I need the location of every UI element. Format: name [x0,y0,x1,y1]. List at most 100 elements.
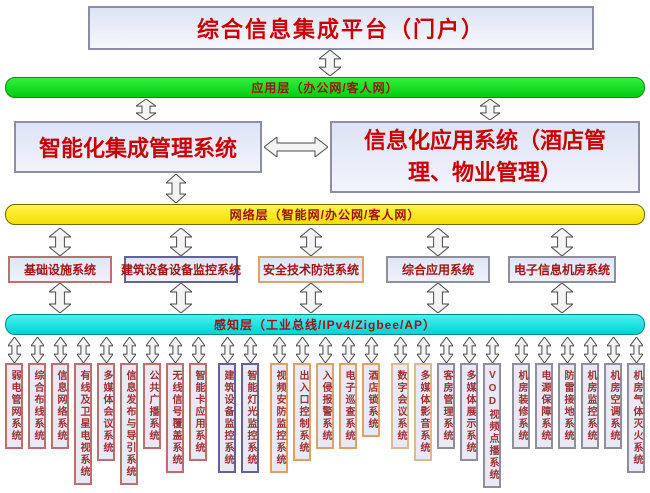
arrow-application-layer-to-information-application [478,98,502,121]
mid-system-column: 建筑设备设备监控系统 [121,227,241,315]
bottom-system-column: 机房空调系统 [604,336,622,449]
arrow-perception-layer-to-bottom-system [415,336,431,364]
bottom-system-box: 机房空调系统 [604,363,622,449]
bottom-system-box: 机房监控系统 [581,363,599,449]
bottom-system-column: 公共广播系统 [143,336,161,449]
bottom-system-column: 客房管理系统 [437,336,455,449]
bottom-system-column: 视频安防监控系统 [270,336,288,473]
bottom-system-column: 多媒体会议系统 [97,336,115,461]
bottom-system-box: 出入口控制系统 [293,363,311,461]
portal-title-box: 综合信息集成平台（门户） [88,6,594,50]
bottom-system-box: 视频安防监控系统 [270,363,288,473]
arrow-perception-layer-to-bottom-system [6,336,22,364]
arrow-perception-layer-to-bottom-system [52,336,68,364]
information-application-label: 信息化应用系统（酒店管理、物业管理） [363,128,606,185]
bottom-system-column: 机房气体灭火系统 [627,336,645,473]
application-layer-label: 应用层（办公网/客人网） [251,81,399,95]
arrow-perception-layer-to-bottom-system [75,336,91,364]
arrow-perception-layer-to-bottom-system [29,336,45,364]
mid-system-column: 安全技术防范系统 [258,227,364,315]
bottom-system-column: 酒店锁系统 [362,336,380,437]
arrow-between-main-systems [263,135,329,159]
arrow-perception-layer-to-bottom-system [271,336,287,364]
bottom-systems-row: 弱电管网系统综合布线系统信息网络系统有线及卫星电视系统多媒体会议系统信息发布与导… [5,336,645,488]
bottom-system-box: 无线信号覆盖系统 [166,363,184,473]
perception-layer-label: 感知层（工业总线/IPv4/Zigbee/AP） [213,318,437,332]
arrow-perception-layer-to-bottom-system [340,336,356,364]
arrow-perception-layer-to-bottom-system [121,336,137,364]
mid-system-column: 综合应用系统 [386,227,490,315]
arrow-mid-system-to-perception-layer [549,282,575,314]
bottom-system-box: 客房管理系统 [437,363,455,449]
bottom-system-column: 电源保障系统 [535,336,553,449]
arrow-perception-layer-to-bottom-system [242,336,258,364]
arrow-network-layer-to-mid-system [298,227,324,257]
arrow-network-layer-to-mid-system [425,227,451,257]
bottom-system-column: VOD视频点播系统 [483,336,501,488]
mid-system-column: 基础设施系统 [8,227,112,315]
arrow-perception-layer-to-bottom-system [628,336,644,364]
bottom-system-box: 防雷接地系统 [558,363,576,449]
network-layer-bar: 网络层（智能网/办公网/客人网） [5,204,645,225]
bottom-system-box: 电子巡查系统 [339,363,357,449]
application-layer-bar: 应用层（办公网/客人网） [5,77,645,98]
integrated-management-label: 智能化集成管理系统 [38,136,237,161]
bottom-system-box: 机房气体灭火系统 [627,363,645,473]
bottom-system-box: 多媒体展示系统 [460,363,478,461]
bottom-system-column: 多媒体展示系统 [460,336,478,461]
bottom-system-column: 防雷接地系统 [558,336,576,449]
arrow-perception-layer-to-bottom-system [294,336,310,364]
bottom-system-box: 信息网络系统 [51,363,69,449]
portal-title: 综合信息集成平台（门户） [196,17,485,42]
integrated-management-box: 智能化集成管理系统 [14,121,262,173]
bottom-system-column: 智能灯光监控系统 [241,336,259,473]
arrow-perception-layer-to-bottom-system [582,336,598,364]
bottom-system-box: 机房装修系统 [512,363,530,449]
arrow-perception-layer-to-bottom-system [461,336,477,364]
arrow-perception-layer-to-bottom-system [144,336,160,364]
bottom-system-column: 信息网络系统 [51,336,69,449]
arrow-perception-layer-to-bottom-system [98,336,114,364]
bottom-system-box: 酒店锁系统 [362,363,380,437]
arrow-perception-layer-to-bottom-system [167,336,183,364]
arrow-mid-system-to-perception-layer [425,282,451,314]
arrow-mid-system-to-perception-layer [168,282,194,314]
arrow-perception-layer-to-bottom-system [484,336,500,364]
bottom-system-box: 入侵报警系统 [316,363,334,449]
arrow-perception-layer-to-bottom-system [513,336,529,364]
arrow-perception-layer-to-bottom-system [363,336,379,364]
perception-layer-bar: 感知层（工业总线/IPv4/Zigbee/AP） [5,314,645,335]
bottom-system-column: 智能卡应用系统 [189,336,207,461]
bottom-system-column: 入侵报警系统 [316,336,334,449]
network-layer-label: 网络层（智能网/办公网/客人网） [229,208,421,222]
bottom-system-box: 建筑设备监控系统 [218,363,236,473]
bottom-system-box: 信息发布与导引系统 [120,363,138,485]
bottom-system-column: 机房装修系统 [512,336,530,449]
bottom-system-box: 有线及卫星电视系统 [74,363,92,485]
arrow-mid-system-to-perception-layer [298,282,324,314]
bottom-system-box: 综合布线系统 [28,363,46,449]
mid-system-box: 电子信息机房系统 [508,256,616,283]
arrow-perception-layer-to-bottom-system [605,336,621,364]
arrow-perception-layer-to-bottom-system [219,336,235,364]
arrow-perception-layer-to-bottom-system [317,336,333,364]
bottom-system-column: 信息发布与导引系统 [120,336,138,485]
bottom-system-box: 公共广播系统 [143,363,161,449]
arrow-network-layer-to-mid-system [47,227,73,257]
arrow-perception-layer-to-bottom-system [438,336,454,364]
bottom-system-column: 机房监控系统 [581,336,599,449]
bottom-system-box: 智能卡应用系统 [189,363,207,461]
mid-system-box: 综合应用系统 [386,256,490,283]
bottom-system-column: 有线及卫星电视系统 [74,336,92,485]
arrow-perception-layer-to-bottom-system [190,336,206,364]
arrow-network-layer-to-mid-system [549,227,575,257]
arrow-perception-layer-to-bottom-system [559,336,575,364]
bottom-system-box: VOD视频点播系统 [483,363,501,488]
bottom-system-box: 弱电管网系统 [5,363,23,449]
information-application-box: 信息化应用系统（酒店管理、物业管理） [330,121,640,193]
bottom-system-box: 智能灯光监控系统 [241,363,259,473]
arrow-perception-layer-to-bottom-system [536,336,552,364]
arrow-mid-system-to-perception-layer [47,282,73,314]
bottom-system-column: 电子巡查系统 [339,336,357,449]
mid-system-column: 电子信息机房系统 [508,227,616,315]
